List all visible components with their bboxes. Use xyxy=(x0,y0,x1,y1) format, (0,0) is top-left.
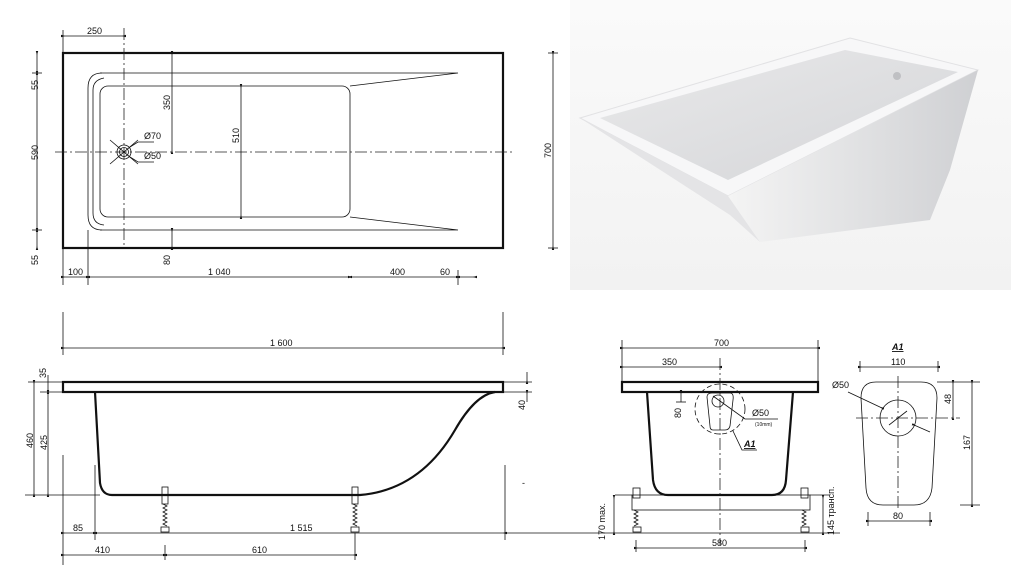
tub-rim xyxy=(61,380,505,394)
detail-callout-circle xyxy=(694,383,746,435)
dim-700: 700 xyxy=(714,338,729,348)
dim-460: 460 xyxy=(25,433,35,448)
dim-85: 85 xyxy=(73,523,83,533)
dim-1040: 1 040 xyxy=(208,267,231,277)
dim-250: 250 xyxy=(87,26,102,36)
dim-145-transport: 145 трансп. xyxy=(826,487,836,536)
overflow-label: Ø50 xyxy=(752,408,769,418)
side-view: 1 600 35 460 425 40 - 85 1 515 410 610 xyxy=(25,312,600,565)
dim-170-max: 170 max. xyxy=(597,503,607,540)
dim-410: 410 xyxy=(95,545,110,555)
basin-edge xyxy=(87,72,103,231)
tub-body xyxy=(93,390,496,497)
detail-a1: A1 Ø50 110 48 167 80 xyxy=(832,342,980,526)
top-view: Ø70 Ø50 250 55 590 55 700 350 510 80 100… xyxy=(30,26,558,285)
overflow-plate xyxy=(706,392,734,431)
side-mark: - xyxy=(522,478,525,488)
dim-35: 35 xyxy=(38,368,48,378)
dim-110: 110 xyxy=(891,357,905,367)
dim-100: 100 xyxy=(68,267,83,277)
hole-label: Ø50 xyxy=(832,380,849,390)
basin-wedge xyxy=(100,72,459,231)
overflow-note: (10mm) xyxy=(755,422,773,428)
dim-1515: 1 515 xyxy=(290,523,313,533)
foot-left xyxy=(160,486,170,533)
dim-40: 40 xyxy=(517,400,527,410)
dim-167: 167 xyxy=(962,435,972,450)
dim-580: 580 xyxy=(712,538,727,548)
dim-48: 48 xyxy=(943,394,953,404)
foot-right xyxy=(800,487,810,533)
dim-350: 350 xyxy=(162,95,172,110)
end-view: Ø50 (10mm) A1 700 350 80 170 max. 145 тр… xyxy=(597,338,840,552)
basin-edge xyxy=(92,77,105,226)
drain-outer-label: Ø70 xyxy=(144,131,161,141)
overflow-hole-icon xyxy=(893,72,901,80)
dim-590: 590 xyxy=(30,145,40,160)
dim-1600: 1 600 xyxy=(270,338,293,348)
dim-55-bottom: 55 xyxy=(30,255,40,265)
detail-title: A1 xyxy=(891,342,904,352)
dim-350: 350 xyxy=(662,357,677,367)
dim-510: 510 xyxy=(231,128,241,143)
dim-55-top: 55 xyxy=(30,80,40,90)
detail-ref-a1: A1 xyxy=(743,439,756,449)
product-render-image xyxy=(570,0,1011,290)
tub-outline xyxy=(61,51,505,250)
dim-60: 60 xyxy=(440,267,450,277)
dim-400: 400 xyxy=(390,267,405,277)
dim-80: 80 xyxy=(162,255,172,265)
overflow-hole-icon xyxy=(711,394,725,408)
dim-610: 610 xyxy=(252,545,267,555)
foot-right xyxy=(350,486,360,533)
dim-80: 80 xyxy=(673,408,683,418)
foot-left xyxy=(632,487,642,533)
dim-80: 80 xyxy=(893,511,903,521)
basin-floor xyxy=(99,85,351,218)
dim-700: 700 xyxy=(543,143,553,158)
drain-inner-label: Ø50 xyxy=(144,151,161,161)
support-frame xyxy=(631,494,811,511)
overflow-plate-outline xyxy=(860,381,938,506)
dim-425: 425 xyxy=(39,435,49,450)
drain-icon xyxy=(109,139,139,165)
